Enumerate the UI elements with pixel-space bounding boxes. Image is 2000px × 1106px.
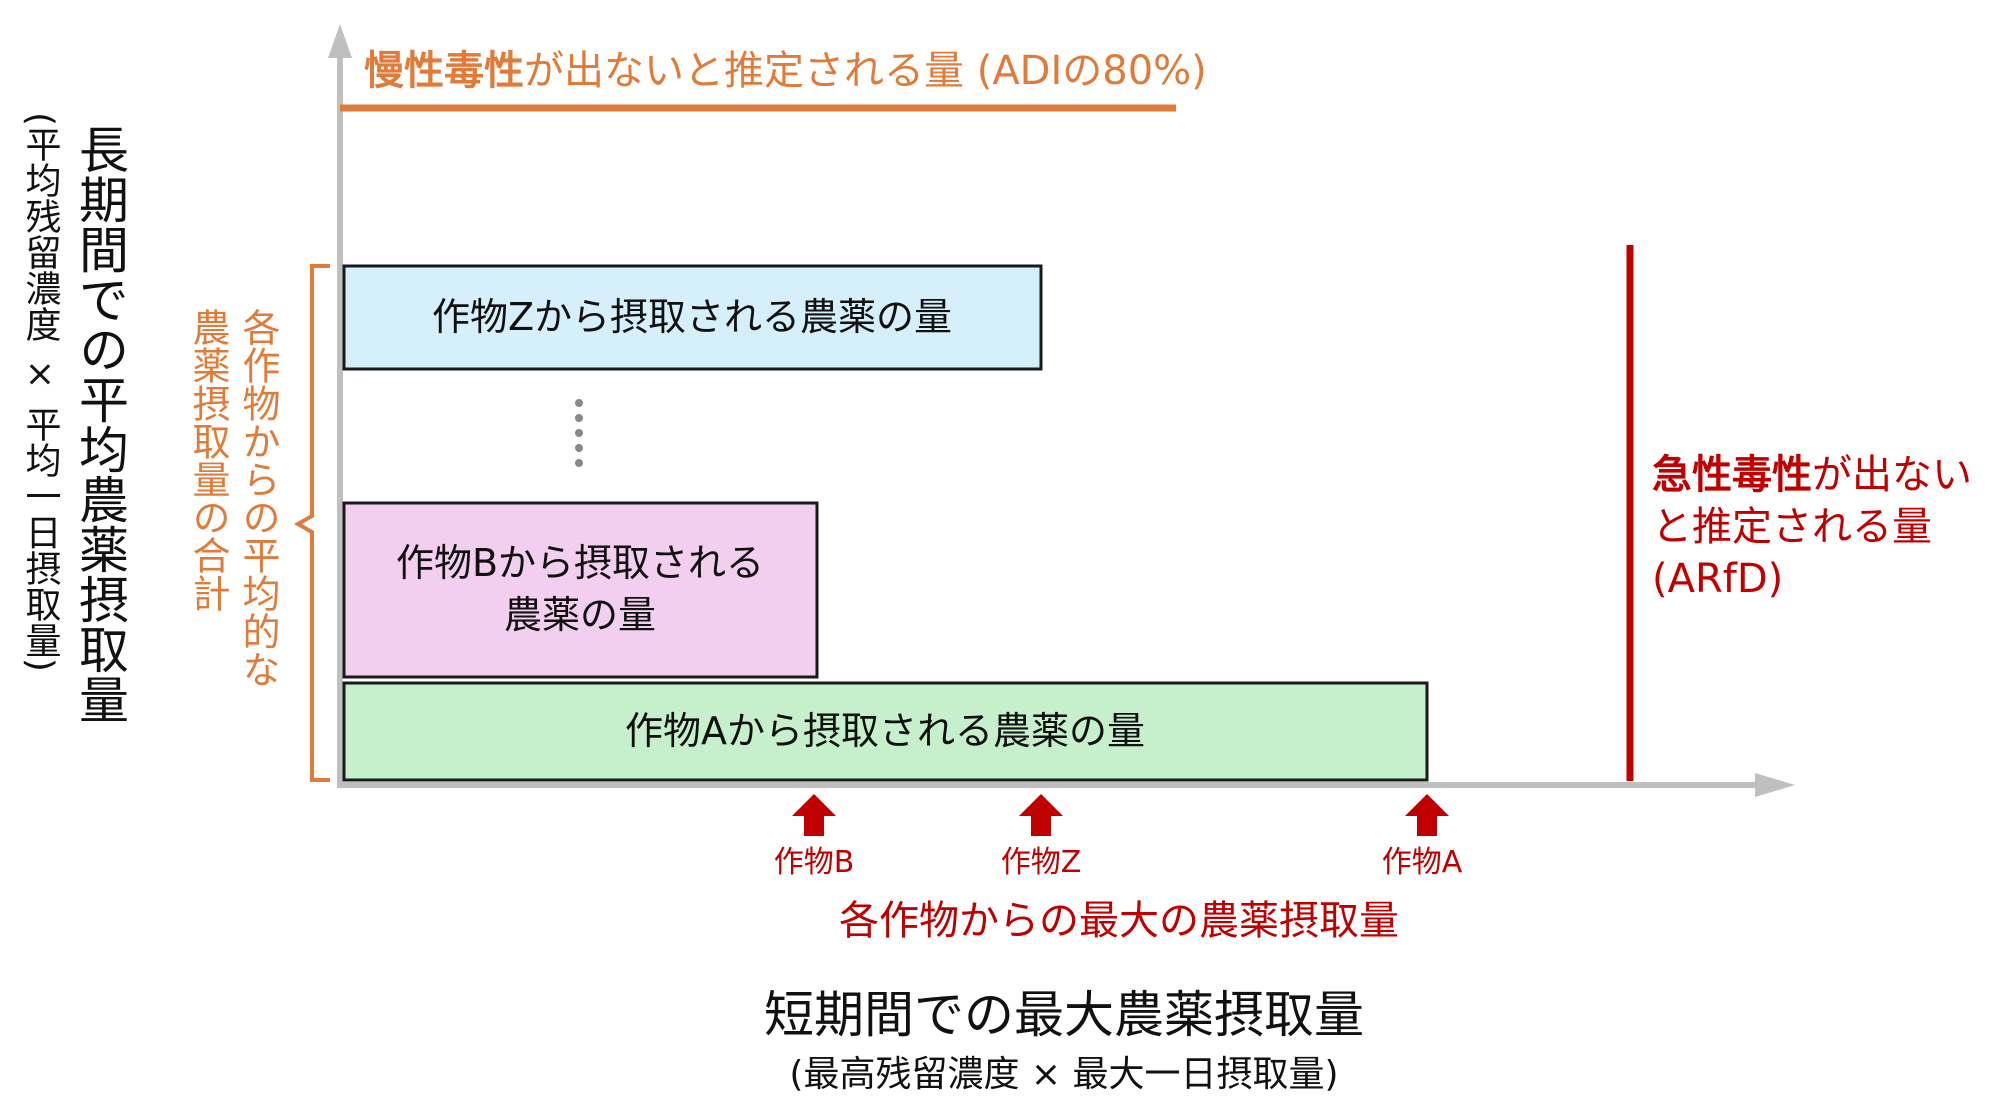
sum-brace bbox=[293, 264, 330, 782]
marker-label-a: 作物A bbox=[1382, 845, 1463, 880]
adi-label-bold: 慢性毒性 bbox=[364, 48, 524, 94]
y-axis-subtitle: (平均残留濃度 × 平均一日摂取量) bbox=[20, 112, 62, 672]
marker-arrow-b bbox=[792, 794, 836, 836]
box-crop-b bbox=[342, 501, 819, 679]
box-crop-z-label: 作物Zから摂取される農薬の量 bbox=[432, 295, 952, 339]
brace-label-col1: 各作物からの平均的な bbox=[236, 308, 280, 688]
arfd-label-line3: (ARfD) bbox=[1652, 556, 1783, 602]
marker-label-z: 作物Z bbox=[1001, 845, 1082, 880]
marker-caption: 各作物からの最大の農薬摂取量 bbox=[839, 898, 1399, 944]
marker-arrow-a bbox=[1405, 794, 1449, 836]
y-axis-title: 長期間での平均農薬摂取量 bbox=[71, 124, 129, 724]
box-crop-z bbox=[342, 264, 1043, 371]
arfd-label-bold: 急性毒性 bbox=[1652, 452, 1812, 498]
adi-label-rest: が出ないと推定される量 (ADIの80%) bbox=[524, 48, 1207, 94]
marker-arrow-z bbox=[1019, 794, 1063, 836]
adi-label: 慢性毒性が出ないと推定される量 (ADIの80%) bbox=[364, 48, 1207, 94]
box-crop-b-label-line2: 農薬の量 bbox=[504, 593, 656, 637]
ellipsis-dots bbox=[575, 399, 583, 467]
y-axis-arrowhead bbox=[328, 24, 352, 58]
marker-label-b: 作物B bbox=[774, 845, 855, 880]
box-crop-a-label: 作物Aから摂取される農薬の量 bbox=[625, 709, 1145, 753]
arfd-label-line1-rest: が出ない bbox=[1812, 452, 1972, 498]
box-crop-b-label-line1: 作物Bから摂取される bbox=[396, 541, 764, 585]
arfd-label-line1: 急性毒性が出ない bbox=[1652, 452, 1972, 498]
x-axis-arrowhead bbox=[1755, 773, 1795, 797]
brace-label-col2: 農薬摂取量の合計 bbox=[186, 308, 230, 612]
box-crop-a bbox=[342, 681, 1429, 782]
arfd-label-line2: と推定される量 bbox=[1652, 504, 1932, 550]
x-axis-subtitle: (最高残留濃度 × 最大一日摂取量) bbox=[789, 1054, 1338, 1095]
x-axis-title: 短期間での最大農薬摂取量 bbox=[764, 986, 1364, 1044]
